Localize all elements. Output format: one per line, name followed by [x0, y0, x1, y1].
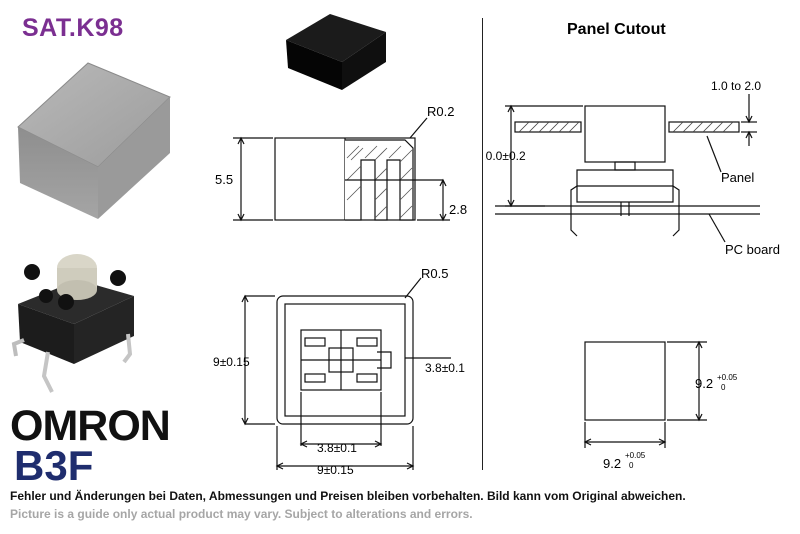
disclaimer-english: Picture is a guide only actual product m… [10, 507, 473, 521]
dim-cutout-width: 9.2 [603, 456, 621, 471]
dim-cutout-width-tol-minus: 0 [629, 461, 634, 470]
panel-cutout-title: Panel Cutout [567, 21, 666, 38]
dim-radius-top: R0.5 [421, 266, 448, 281]
dim-cutout-height-tol-plus: +0.05 [717, 373, 738, 382]
panel-cutout-drawing: Panel Cutout [485, 21, 780, 471]
dim-mount-height: 10.0±0.2 [485, 149, 526, 163]
dim-cutout-height: 9.2 [695, 376, 713, 391]
dim-inner-width: 3.8±0.1 [317, 441, 357, 455]
omron-logo: OMRON [10, 402, 171, 450]
switch-photo [11, 254, 134, 393]
dim-cap-height: 5.5 [215, 172, 233, 187]
pc-board-label: PC board [725, 242, 780, 257]
keycap-photo [17, 62, 171, 219]
disclaimer-german: Fehler und Änderungen bei Daten, Abmessu… [10, 489, 686, 503]
dim-cap-step: 2.8 [449, 202, 467, 217]
dim-cutout-width-tol-plus: +0.05 [625, 451, 646, 460]
dim-inner-height: 3.8±0.1 [425, 361, 465, 375]
dim-outer-height: 9±0.15 [213, 355, 250, 369]
dim-radius-side: R0.2 [427, 104, 454, 119]
product-code: SAT.K98 [22, 14, 124, 42]
dim-panel-thickness: 1.0 to 2.0 [711, 79, 761, 93]
model-name: B3F [14, 442, 94, 489]
cap-drawing: 5.5 2.8 R0.2 R0.5 9±0.15 3.8±0.1 3.8±0.1… [213, 104, 467, 477]
dim-outer-width: 9±0.15 [317, 463, 354, 477]
panel-label: Panel [721, 170, 754, 185]
black-cap-photo [286, 14, 386, 90]
dim-cutout-height-tol-minus: 0 [721, 383, 726, 392]
divider-line [482, 18, 483, 470]
